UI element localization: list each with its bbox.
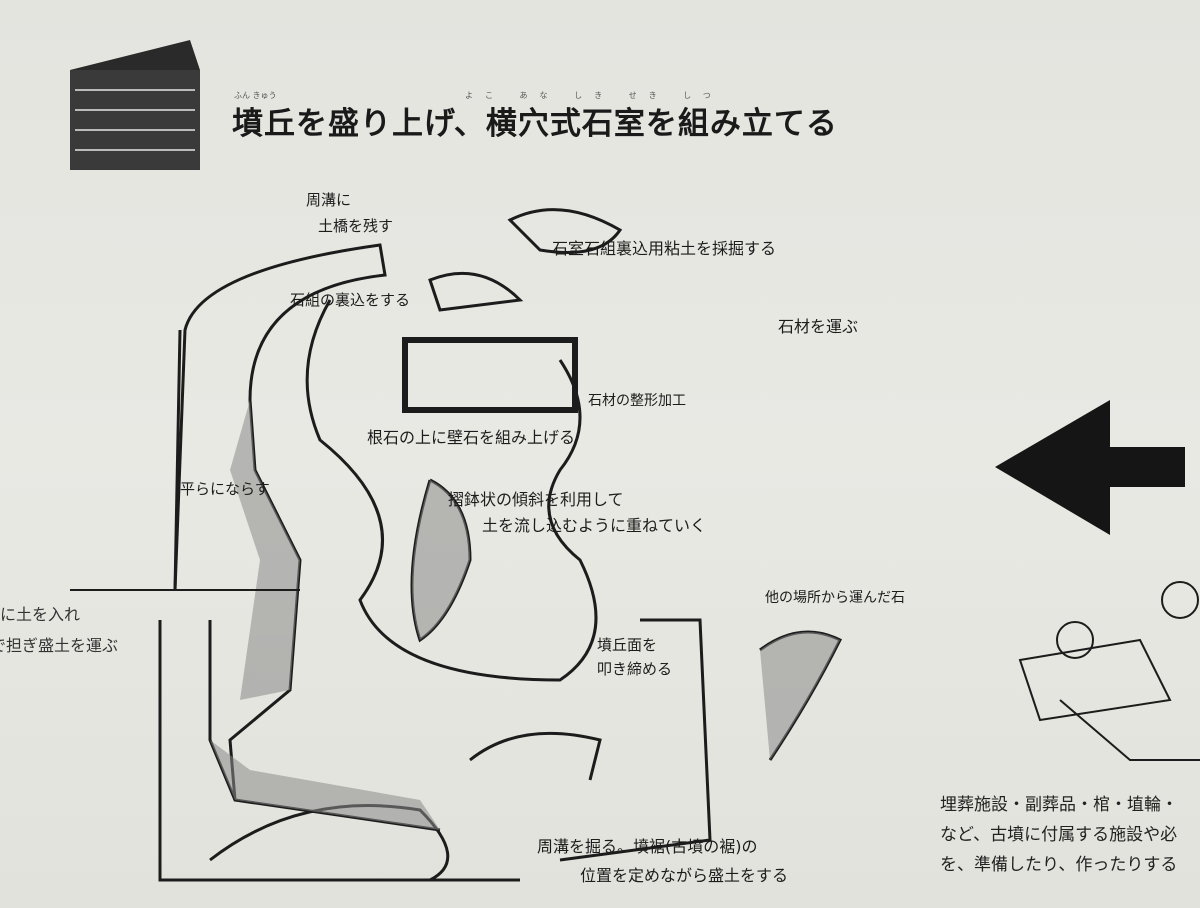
side-text-3: を、準備したり、作ったりする xyxy=(940,855,1178,875)
label-slope-2: 土を流し込むように重ねていく xyxy=(482,516,707,535)
label-backfill: 石組の裏込をする xyxy=(290,291,411,309)
label-other-place: 他の場所から運んだ石 xyxy=(765,590,905,606)
label-moat-2: 土橋を残す xyxy=(318,217,394,235)
hatched-slope xyxy=(210,400,840,830)
artisans-illustration xyxy=(1018,581,1200,761)
label-moat-1: 周溝に xyxy=(306,191,352,209)
thatched-hut-icon xyxy=(70,40,200,170)
label-slope-1: 摺鉢状の傾斜を利用して xyxy=(448,490,624,509)
label-tamp-1: 墳丘面を xyxy=(597,636,658,654)
label-tamp-2: 叩き締める xyxy=(597,660,673,678)
label-moat-dig-2: 位置を定めながら盛土をする xyxy=(580,866,789,885)
label-moat-dig-1: 周溝を掘る。墳裾(古墳の裾)の xyxy=(537,837,758,856)
label-clay-dig: 石室石組裏込用粘土を採掘する xyxy=(552,239,777,258)
side-text-2: など、古墳に付属する施設や必 xyxy=(940,825,1178,845)
title-ruby-1: ふん きゅう xyxy=(234,91,277,100)
label-wall-stone: 根石の上に壁石を組み上げる xyxy=(367,428,576,447)
label-left-2: で担ぎ盛土を運ぶ xyxy=(0,636,119,655)
title-ruby-2: よこ あな しき せき しつ xyxy=(465,91,723,100)
label-carry-stone: 石材を運ぶ xyxy=(778,317,859,336)
side-text-1: 埋葬施設・副葬品・棺・埴輪・ xyxy=(940,795,1178,815)
arrow-left-icon xyxy=(995,400,1185,535)
page-title: 墳丘を盛り上げ、横穴式石室を組み立てる xyxy=(232,106,838,142)
label-flatten: 平らにならす xyxy=(180,480,270,498)
label-shape-stone: 石材の整形加工 xyxy=(588,393,686,409)
label-left-1: に土を入れ xyxy=(0,605,81,624)
